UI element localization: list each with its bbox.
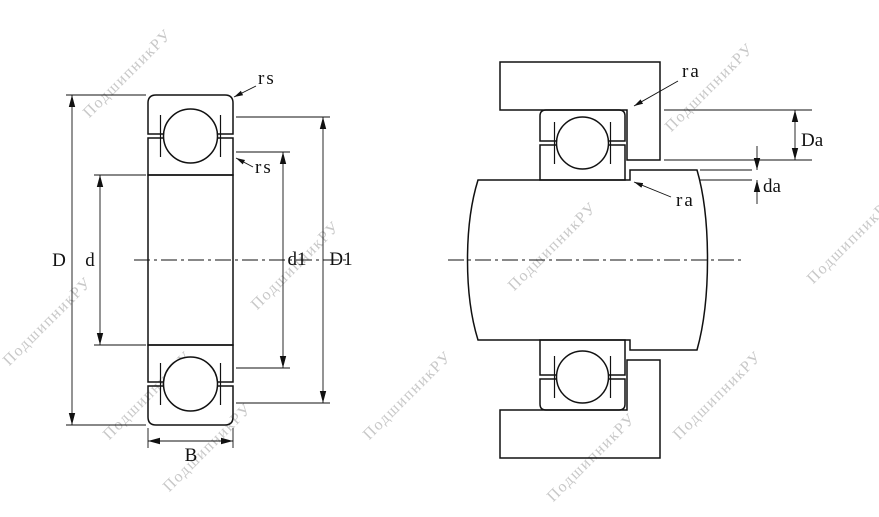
leader-rs-inner <box>235 157 254 168</box>
label-D1: D1 <box>329 249 352 270</box>
label-d: d <box>85 250 95 271</box>
label-da: da <box>763 176 782 197</box>
outer-ring-bottom-section <box>147 385 234 426</box>
housing-bottom-section <box>499 359 661 459</box>
extension-lines <box>664 109 812 181</box>
cage-lines <box>159 115 222 405</box>
ball-top <box>555 116 610 170</box>
shaft <box>466 169 709 351</box>
label-D: D <box>52 250 66 271</box>
ball-bottom <box>162 356 219 412</box>
leader-rs-outer <box>233 85 257 98</box>
outer-ring-top-section <box>539 109 626 142</box>
ball-top <box>162 108 219 164</box>
housing-top-section <box>499 61 661 161</box>
leader-ra-housing <box>633 80 679 107</box>
label-B: B <box>185 445 198 466</box>
right-view-mounted-bearing: ra ra Da da <box>448 61 824 459</box>
label-d1: d1 <box>288 249 307 270</box>
label-ra-shaft: ra <box>676 190 695 211</box>
outer-ring-top-section <box>147 94 234 135</box>
left-view-bearing-section: D d d1 D1 B rs rs <box>52 68 352 466</box>
outer-ring-bottom-section <box>539 378 626 411</box>
label-ra-housing: ra <box>682 61 701 82</box>
label-rs-outer: rs <box>258 68 276 89</box>
label-rs-inner: rs <box>255 157 273 178</box>
cage-lines <box>553 122 612 398</box>
label-Da: Da <box>801 130 824 151</box>
leader-ra-shaft <box>633 181 672 198</box>
ball-bottom <box>555 350 610 404</box>
